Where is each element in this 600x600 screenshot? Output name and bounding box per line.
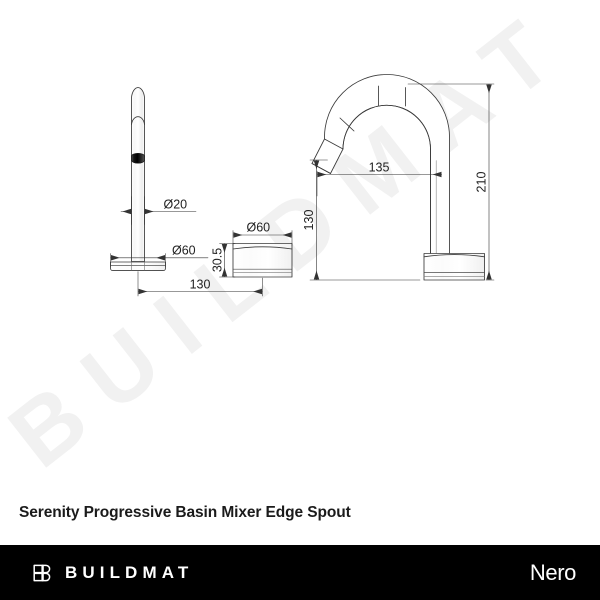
view-base-plate-elevation: Ø60 30.5 <box>211 221 293 278</box>
handle-cap-seam <box>131 116 145 125</box>
dimension-plate-height: 30.5 <box>211 243 236 278</box>
dimension-label-handle-to-plate-centres: 130 <box>190 278 211 292</box>
dimension-spout-outlet-height: 130 <box>302 159 421 281</box>
dimension-handle-base-diameter: Ø60 <box>110 244 209 267</box>
nero-logo[interactable]: Nero <box>530 545 576 600</box>
dimension-label-plate-height: 30.5 <box>211 248 225 272</box>
handle-indicator-band-lower <box>131 156 145 164</box>
view-handle-elevation: Ø20 Ø60 <box>110 87 209 272</box>
dimension-plate-diameter: Ø60 <box>232 221 293 246</box>
spout-seam-elbow <box>339 117 355 132</box>
buildmat-wordmark: BUILDMAT <box>65 563 194 582</box>
nero-wordmark: Nero <box>529 559 576 585</box>
dimension-label-spout-overall-height: 210 <box>475 172 489 193</box>
buildmat-b-monogram-icon <box>33 564 51 581</box>
spout-seam-outlet-upper <box>324 138 344 150</box>
dimension-spout-projection: 135 <box>316 161 442 197</box>
dimension-handle-to-plate-centres: 130 <box>137 271 263 297</box>
dimension-label-handle-base-diameter: Ø60 <box>172 244 196 258</box>
dimension-label-spout-projection: 135 <box>369 161 390 175</box>
cover-plate-body <box>232 243 293 278</box>
dimension-label-plate-diameter: Ø60 <box>247 221 271 235</box>
dimension-label-spout-outlet-height: 130 <box>302 210 316 231</box>
dimension-spout-overall-height: 210 <box>407 83 495 281</box>
cover-plate-top-curve <box>232 246 293 250</box>
dimension-label-handle-shaft-diameter: Ø20 <box>164 198 188 212</box>
technical-drawing-area: BUILDMAT <box>0 0 591 488</box>
extension-lines <box>219 243 236 278</box>
spout-base-top-curve <box>423 254 485 258</box>
spout-inner-arc <box>342 104 431 150</box>
dimension-handle-shaft-diameter: Ø20 <box>120 196 197 225</box>
handle-base-plate <box>110 261 166 272</box>
extension-lines <box>110 253 166 267</box>
extension-lines <box>232 230 293 246</box>
handle-shaft-projection <box>131 261 145 271</box>
extension-lines <box>131 196 145 225</box>
spout-base-body <box>423 253 485 281</box>
buildmat-logo[interactable]: BUILDMAT <box>30 545 193 600</box>
handle-shaft <box>131 87 145 262</box>
footer-bar: BUILDMAT Nero <box>0 545 600 600</box>
faucet-line-drawing: Ø20 Ø60 <box>110 74 495 297</box>
view-spout-elevation: 135 130 210 <box>302 74 495 281</box>
page-title: Serenity Progressive Basin Mixer Edge Sp… <box>19 504 351 521</box>
